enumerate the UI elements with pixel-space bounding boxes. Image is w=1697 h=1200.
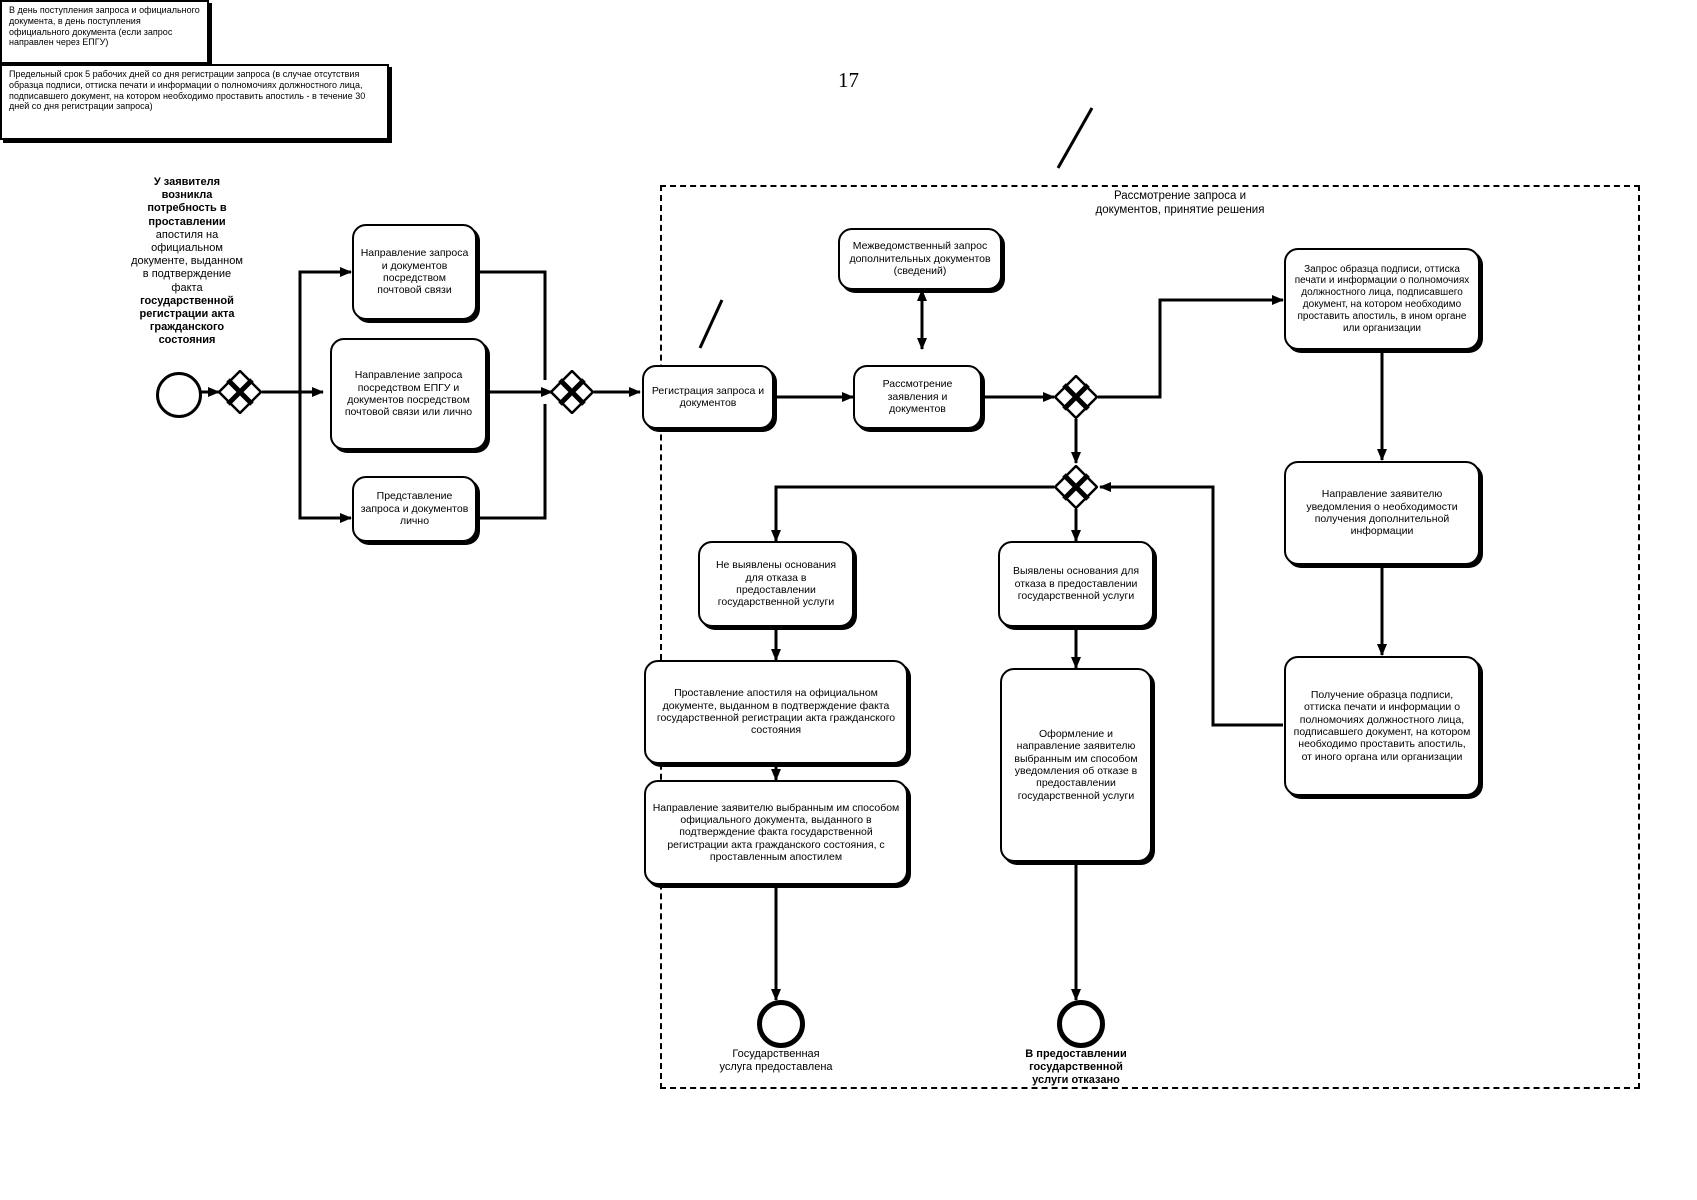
task-refusal-grounds[interactable]: Выявлены основания для отказа в предоста… — [998, 541, 1154, 627]
note-deadline: Предельный срок 5 рабочих дней со дня ре… — [0, 64, 389, 140]
task-interdepartmental-request-label: Межведомственный запрос дополнительных д… — [849, 240, 991, 278]
pool-title: Рассмотрение запроса и документов, приня… — [1095, 190, 1265, 217]
task-no-refusal-grounds-label: Не выявлены основания для отказа в предо… — [715, 559, 837, 609]
task-epgu-submission[interactable]: Направление запроса посредством ЕПГУ и д… — [330, 338, 487, 450]
task-personal-submission-label: Представление запроса и документов лично — [360, 490, 469, 528]
task-no-refusal-grounds[interactable]: Не выявлены основания для отказа в предо… — [698, 541, 854, 627]
task-epgu-submission-label: Направление запроса посредством ЕПГУ и д… — [344, 369, 473, 419]
task-notify-applicant-label: Направление заявителю уведомления о необ… — [1306, 488, 1458, 538]
task-post-submission[interactable]: Направление запроса и документов посредс… — [352, 224, 477, 320]
task-interdepartmental-request[interactable]: Межведомственный запрос дополнительных д… — [838, 228, 1002, 290]
note-deadline-text: Предельный срок 5 рабочих дней со дня ре… — [9, 69, 366, 112]
task-notify-applicant[interactable]: Направление заявителю уведомления о необ… — [1284, 461, 1480, 565]
note-registration-day-text: В день поступления запроса и официальног… — [9, 5, 200, 48]
task-review-label: Рассмотрение заявления и документов — [882, 378, 953, 416]
start-event — [156, 372, 202, 418]
start-label-bold-head: У заявителя возникла потребность в прост… — [147, 176, 227, 228]
task-registration-label: Регистрация запроса и документов — [651, 384, 765, 409]
task-sample-signature-request[interactable]: Запрос образца подписи, оттиска печати и… — [1284, 248, 1480, 350]
task-refusal-notice[interactable]: Оформление и направление заявителю выбра… — [1000, 668, 1152, 862]
task-receive-samples[interactable]: Получение образца подписи, оттиска печат… — [1284, 656, 1480, 796]
task-sample-signature-request-label: Запрос образца подписи, оттиска печати и… — [1294, 263, 1470, 334]
task-send-result[interactable]: Направление заявителю выбранным им спосо… — [644, 780, 908, 885]
gateway-submission-join — [549, 369, 595, 415]
note-registration-day: В день поступления запроса и официальног… — [0, 0, 209, 64]
end-event-service-provided — [757, 1000, 805, 1048]
task-apply-apostille-label: Проставление апостиля на официальном док… — [656, 687, 896, 737]
task-send-result-label: Направление заявителю выбранным им спосо… — [652, 801, 900, 864]
task-post-submission-label: Направление запроса и документов посредс… — [360, 247, 469, 297]
task-review[interactable]: Рассмотрение заявления и документов — [853, 365, 982, 429]
start-event-label: У заявителя возникла потребность в прост… — [128, 176, 246, 347]
gateway-submission-split — [217, 369, 263, 415]
task-personal-submission[interactable]: Представление запроса и документов лично — [352, 476, 477, 542]
task-refusal-notice-label: Оформление и направление заявителю выбра… — [1014, 727, 1138, 802]
end-event-service-refused-label: В предоставлении государственной услуги … — [1025, 1048, 1127, 1087]
task-refusal-grounds-label: Выявлены основания для отказа в предоста… — [1012, 565, 1140, 603]
start-label-bold-tail: государственной регистрации акта граждан… — [139, 294, 235, 347]
gateway-after-review — [1053, 374, 1099, 420]
pool-review-and-decision — [660, 185, 1640, 1089]
task-registration[interactable]: Регистрация запроса и документов — [642, 365, 774, 429]
gateway-decision — [1053, 464, 1099, 510]
task-apply-apostille[interactable]: Проставление апостиля на официальном док… — [644, 660, 908, 764]
start-label-middle: апостиля на официальном документе, выдан… — [131, 228, 243, 294]
task-receive-samples-label: Получение образца подписи, оттиска печат… — [1293, 688, 1471, 763]
end-event-service-provided-label: Государственная услуга предоставлена — [719, 1048, 833, 1074]
end-event-service-refused — [1057, 1000, 1105, 1048]
page-number: 17 — [838, 68, 859, 92]
